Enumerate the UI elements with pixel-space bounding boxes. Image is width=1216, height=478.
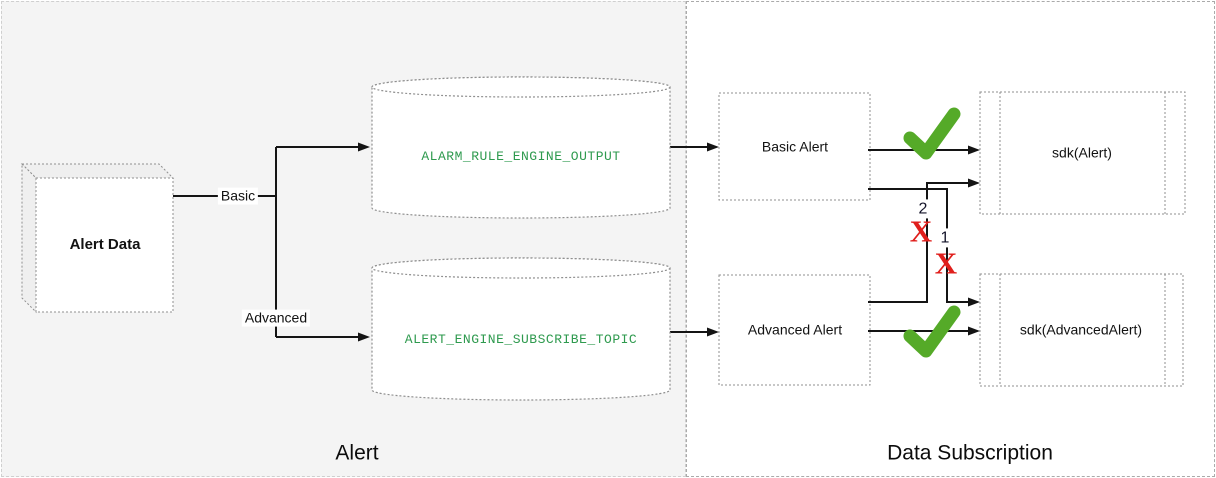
sdk-alert-side-bars	[999, 92, 1166, 214]
alert-data-label: Alert Data	[69, 236, 141, 253]
sdk-advancedalert-outer	[979, 273, 1184, 387]
topic-cylinder-2	[371, 257, 671, 401]
cylinder-body	[371, 257, 671, 401]
check-icon	[903, 107, 961, 160]
invalid-x-icon: X	[909, 213, 933, 249]
alert-data-box-front-face	[35, 177, 174, 313]
arrowhead-icon	[707, 142, 719, 152]
topic-name-alert-engine-subscribe-topic: ALERT_ENGINE_SUBSCRIBE_TOPIC	[404, 332, 638, 348]
invalid-order-1-label: 1	[938, 228, 952, 248]
valid-check-icons	[903, 107, 961, 358]
data-subscription-section-title: Data Subscription	[887, 441, 1053, 465]
advanced-alert-label: Advanced Alert	[747, 321, 843, 338]
sdk-alert-box	[979, 91, 1186, 215]
sdk-advancedalert-box	[979, 273, 1184, 387]
cylinder-top	[371, 76, 671, 98]
arrowhead-icon	[358, 142, 370, 152]
basic-alert-label: Basic Alert	[761, 138, 829, 155]
arrowhead-icon	[968, 145, 980, 155]
arrowhead-icon	[968, 178, 980, 188]
basic-alert-box	[718, 92, 871, 201]
sdk-alert-label: sdk(Alert)	[1052, 144, 1112, 161]
connector-alertdata-branch	[173, 147, 277, 337]
topic-name-alarm-rule-engine-output: ALARM_RULE_ENGINE_OUTPUT	[421, 149, 621, 165]
invalid-x-icon: X	[934, 245, 958, 281]
arrowhead-icon	[707, 327, 719, 337]
cylinder-body	[371, 76, 671, 219]
arrowheads	[358, 142, 980, 342]
arrowhead-icon	[968, 326, 980, 336]
advanced-branch-label: Advanced	[241, 309, 311, 327]
sdk-alert-outer	[979, 91, 1186, 215]
alert-data-box-left-face	[21, 162, 37, 314]
sdk-advancedalert-side-bars	[999, 274, 1166, 386]
advanced-alert-box	[718, 274, 871, 386]
basic-branch-label: Basic	[217, 187, 259, 205]
alert-data-box	[20, 162, 175, 314]
arrowhead-icon	[358, 332, 370, 342]
alert-data-box-top-face	[20, 163, 175, 179]
topic-cylinder-1	[371, 76, 671, 219]
alert-section-title: Alert	[335, 441, 379, 465]
cylinder-top	[371, 257, 671, 279]
sdk-advancedalert-label: sdk(AdvancedAlert)	[1019, 321, 1143, 338]
arrowhead-icon	[968, 297, 980, 307]
invalid-order-2-label: 2	[916, 199, 930, 219]
check-icon	[903, 305, 961, 358]
